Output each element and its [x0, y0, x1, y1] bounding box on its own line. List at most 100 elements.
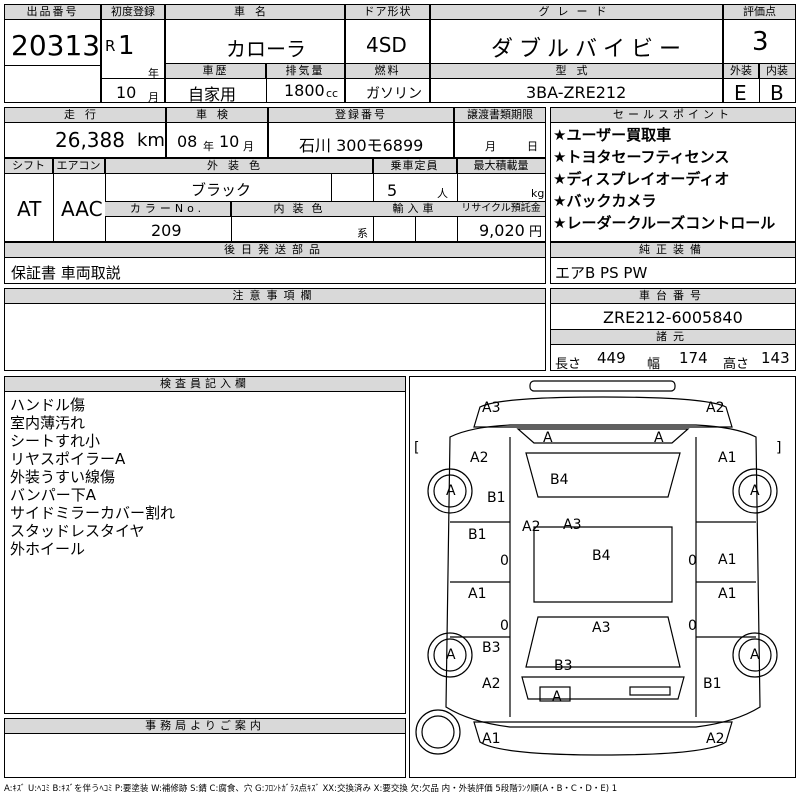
first-reg-month: 10: [116, 83, 137, 102]
inspection-label: 車検: [167, 108, 267, 123]
transfer-box: 譲渡書類期限 月 日: [454, 107, 546, 158]
color-no-label: カラーNo.: [105, 202, 231, 217]
inspection-box: 車検 08 年 10 月: [166, 107, 268, 158]
recycle-label: リサイクル預託金: [457, 202, 545, 217]
later-parts-label: 後日発送部品: [5, 243, 545, 258]
int-score: B: [770, 81, 784, 105]
int-label: 内装: [759, 64, 795, 79]
chassis-number: ZRE212-6005840: [603, 308, 743, 327]
inspector-label: 検査員記入欄: [5, 377, 405, 392]
damage-rear-tire-left: A: [446, 647, 456, 663]
front-left-tire: [427, 468, 473, 514]
cc-unit: cc: [326, 87, 339, 100]
windshield-outline: [516, 428, 690, 444]
inspector-box: 検査員記入欄 ハンドル傷 室内薄汚れ シートすれ小 リヤスポイラーA 外装うすい…: [4, 376, 406, 714]
year-unit: 年: [148, 67, 159, 80]
inspection-year-unit: 年: [203, 140, 214, 153]
history-label: 車歴: [166, 64, 266, 79]
damage-left-front-door: B1: [468, 527, 487, 543]
ac: AAC: [61, 197, 103, 221]
registration-number: 石川 300モ6899: [299, 136, 424, 155]
later-parts: 保証書 車両取説: [11, 264, 121, 282]
rear-glass-outline: [521, 676, 685, 700]
chassis-box: 車台番号 ZRE212-6005840 諸元 長さ 449 幅 174 高さ 1…: [550, 288, 796, 372]
divider: [551, 329, 795, 330]
damage-left-tire: A: [446, 483, 456, 499]
score-label: 評価点: [724, 5, 795, 20]
divider: [102, 78, 164, 79]
first-reg-year: 1: [118, 31, 135, 61]
ext-score: E: [734, 81, 747, 105]
damage-right-tire: A: [750, 483, 760, 499]
sales-point-item: ★トヨタセーフティセンス: [553, 148, 730, 166]
color: ブラック: [191, 181, 252, 199]
sales-point-item: ★ディスプレイオーディオ: [553, 170, 730, 188]
car-diagram: [415, 380, 778, 756]
interior-color-unit: 系: [357, 227, 368, 240]
ext-label: 外装: [724, 64, 759, 79]
length: 449: [597, 349, 626, 367]
damage-roof-front: A3: [563, 517, 582, 533]
inspector-item: リヤスポイラーA: [10, 450, 126, 468]
load-unit: kg: [531, 187, 545, 200]
inspector-item: スタッドレスタイヤ: [10, 522, 145, 540]
width-label: 幅: [647, 357, 661, 372]
registration-box: 登録番号 石川 300モ6899: [268, 107, 454, 158]
spare-tire: [415, 709, 461, 755]
car-diagram-box: [409, 376, 796, 778]
load-label: 最大積載量: [457, 159, 545, 174]
divider: [53, 159, 54, 241]
front-right-tire-inner: [738, 474, 772, 508]
car-name: カローラ: [226, 37, 306, 61]
damage-left-front-fender: A2: [470, 450, 489, 466]
color-label: 外装色: [105, 159, 373, 174]
trunk-outline: [525, 616, 681, 668]
damage-rear-left-quarter: A2: [482, 676, 501, 692]
door-type: 4SD: [366, 33, 407, 57]
divider: [431, 63, 722, 64]
transfer-label: 譲渡書類期限: [455, 108, 545, 123]
damage-right-front-fender: A1: [718, 450, 737, 466]
score: 3: [752, 27, 769, 57]
rear-right-tire: [732, 632, 778, 678]
equipment-label: 純正装備: [551, 243, 795, 258]
sales-point-item: ★レーダークルーズコントロール: [553, 214, 776, 232]
rear-plate-right: [629, 686, 671, 696]
inspector-item: バンパー下A: [10, 486, 97, 504]
specs-box: シフト エアコン 外装色 乗車定員 最大積載量 AT AAC ブラック 5 人 …: [4, 158, 546, 242]
car-name-label: 車名: [166, 5, 344, 20]
inspection-month-unit: 月: [243, 140, 254, 153]
score-box: 評価点 3 外装 内装 E B: [723, 4, 796, 105]
era: R: [105, 37, 116, 55]
registration-label: 登録番号: [269, 108, 453, 123]
import-label: 輸入車: [373, 202, 457, 217]
divider: [373, 159, 374, 241]
color-number: 209: [151, 221, 182, 240]
model: 3BA-ZRE212: [526, 83, 627, 102]
inspector-item: ハンドル傷: [10, 396, 86, 414]
equipment: エアB PS PW: [555, 264, 648, 282]
damage-rear-tire-right: A: [750, 647, 760, 663]
inspector-item: 外装うすい線傷: [10, 468, 116, 486]
damage-zero-right-1: 0: [688, 553, 697, 569]
damage-trunk-area: A3: [592, 620, 611, 636]
damage-zero-left-1: 0: [500, 553, 509, 569]
capacity: 5: [387, 181, 398, 200]
divider: [105, 159, 106, 241]
office-label: 事務局よりご案内: [5, 719, 405, 734]
divider: [331, 174, 332, 201]
damage-windshield-left: A: [543, 430, 553, 446]
front-left-tire-inner: [433, 474, 467, 508]
front-right-tire: [732, 468, 778, 514]
sales-point-item: ★バックカメラ: [553, 192, 657, 210]
car-name-box: 車名 カローラ 車歴 排気量 自家用 1800 cc: [165, 4, 345, 104]
fuel: ガソリン: [366, 86, 422, 102]
shift-label: シフト: [5, 159, 53, 174]
yen-unit: 円: [529, 225, 543, 240]
sales-point-item: ★ユーザー買取車: [553, 126, 672, 144]
recycle-fee: 9,020: [479, 221, 525, 240]
first-registration-label: 初度登録: [102, 5, 164, 20]
inspector-item: 室内薄汚れ: [10, 414, 86, 432]
notes-box: 注意事項欄: [4, 288, 546, 371]
inspector-item: 外ホイール: [10, 540, 86, 558]
